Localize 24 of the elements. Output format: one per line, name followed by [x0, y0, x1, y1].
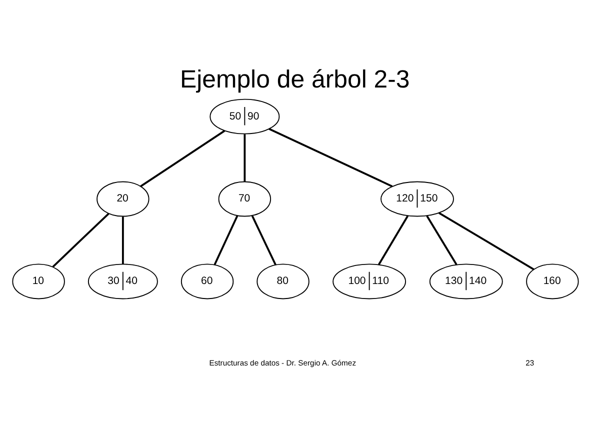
node-ellipse: 120 150	[380, 180, 454, 216]
connector	[268, 128, 393, 187]
connector	[244, 134, 246, 182]
node-ellipse: 130 140	[429, 263, 503, 299]
diagram-title: Ejemplo de árbol 2-3	[180, 65, 410, 94]
connector	[378, 214, 409, 265]
node-ellipse: 60	[180, 263, 234, 299]
connector	[140, 130, 226, 187]
connector	[438, 212, 534, 270]
node-ellipse: 70	[218, 180, 272, 216]
label: 23	[526, 358, 534, 368]
connector	[214, 214, 238, 265]
node-ellipse: 20	[96, 180, 150, 216]
node-ellipse: 160	[526, 263, 579, 299]
node-ellipse: 30 40	[88, 263, 158, 299]
connector	[122, 216, 124, 264]
connector	[52, 212, 110, 267]
connector	[426, 214, 458, 265]
label: Estructuras de datos - Dr. Sergio A. Gómez	[209, 358, 356, 368]
node-ellipse: 80	[256, 263, 310, 299]
node-ellipse: 100 110	[332, 263, 406, 299]
connector	[251, 214, 276, 265]
node-ellipse: 50 90	[210, 98, 280, 134]
node-ellipse: 10	[12, 263, 65, 299]
